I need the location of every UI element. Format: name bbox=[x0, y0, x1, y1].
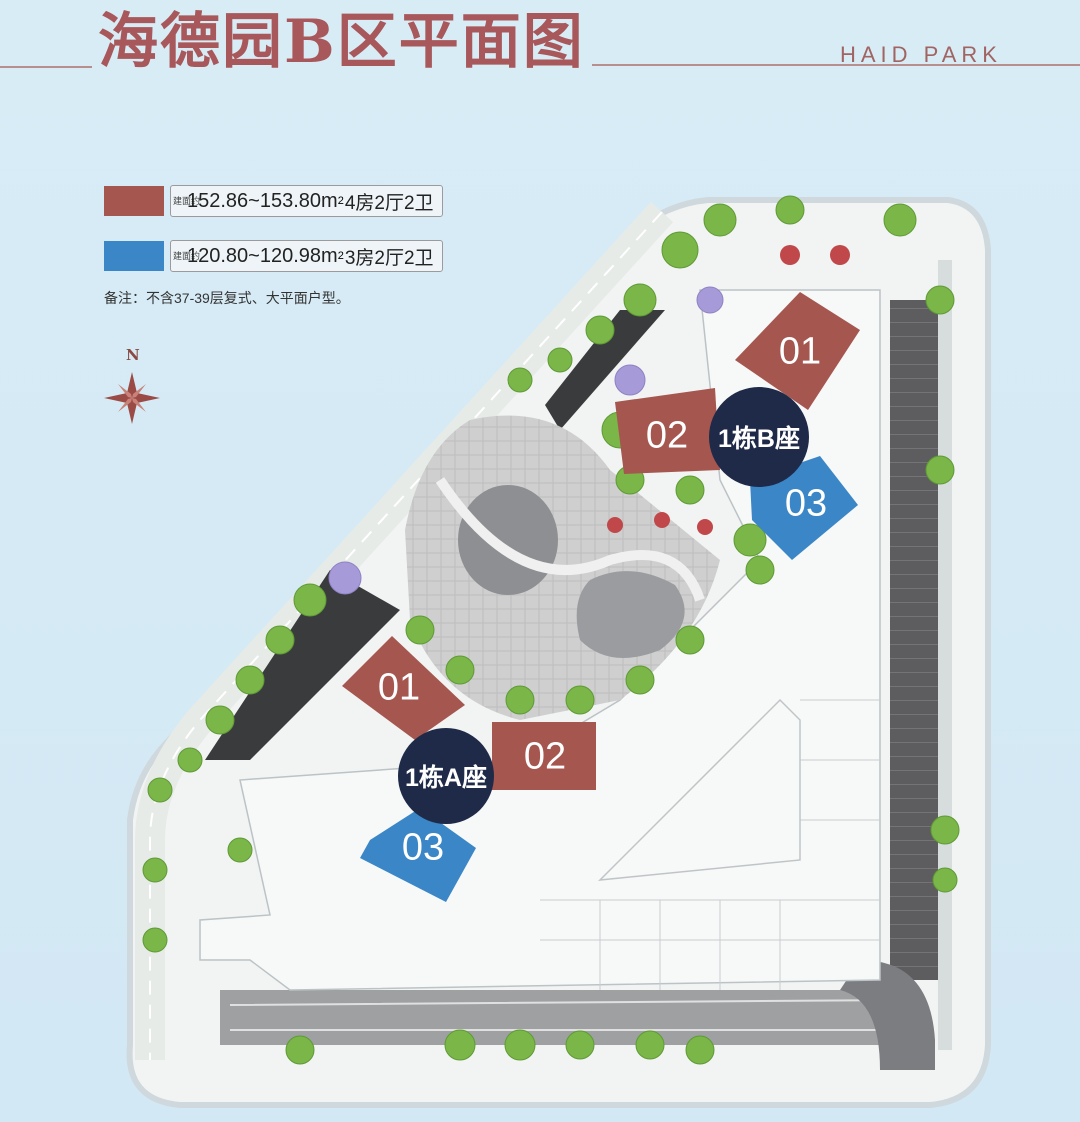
podium-core bbox=[597, 698, 801, 881]
flowering-trees bbox=[328, 286, 724, 595]
upper-ramp bbox=[545, 310, 665, 430]
header-rule-right bbox=[592, 64, 1080, 66]
unit-b-02 bbox=[615, 388, 720, 474]
legend-note: 备注：不含37-39层复式、大平面户型。 bbox=[104, 290, 350, 306]
podium-grid bbox=[540, 699, 880, 990]
legend-prefix: 建面约 bbox=[173, 195, 201, 206]
unit-b-02-label: 02 bbox=[645, 414, 689, 457]
legend-layout: 4房2厅2卫 bbox=[344, 192, 434, 214]
tower-b-label: 1栋B座 bbox=[718, 425, 800, 453]
legend-swatch-red bbox=[104, 186, 164, 216]
podium bbox=[199, 289, 881, 991]
page-title: 海德园B区平面图 bbox=[98, 7, 585, 77]
right-parking bbox=[890, 300, 940, 980]
unit-b-03-label: 03 bbox=[784, 482, 828, 525]
legend-area: 120.80~120.98m bbox=[187, 244, 338, 267]
unit-a-03-label: 03 bbox=[401, 826, 445, 869]
legend-swatch-blue bbox=[104, 241, 164, 271]
unit-a-03 bbox=[360, 808, 476, 902]
legend-area: 152.86~153.80m bbox=[187, 189, 338, 212]
tower-a-disc bbox=[398, 728, 494, 824]
unit-a-02 bbox=[492, 722, 596, 790]
unit-b-01 bbox=[735, 292, 860, 410]
legend-layout: 3房2厅2卫 bbox=[344, 247, 434, 269]
bottom-road bbox=[220, 990, 910, 1045]
tower-a-label: 1栋A座 bbox=[405, 764, 487, 792]
greenery bbox=[142, 195, 960, 1065]
bottom-road-lines bbox=[229, 999, 901, 1031]
plaza-dome bbox=[458, 485, 558, 595]
tower-b-disc bbox=[709, 387, 809, 487]
compass-north-label: N bbox=[126, 346, 140, 364]
right-ramp bbox=[840, 960, 935, 1070]
unit-a-02-label: 02 bbox=[523, 735, 567, 778]
umbrellas bbox=[607, 245, 850, 535]
unit-b-01-label: 01 bbox=[778, 330, 822, 373]
plaza-pool bbox=[576, 571, 685, 658]
header-rule-left bbox=[0, 66, 92, 68]
unit-a-01 bbox=[342, 636, 465, 740]
compass-rose bbox=[104, 372, 160, 424]
brand-logo-text: HAID PARK bbox=[840, 42, 1002, 67]
plaza-path bbox=[435, 477, 705, 602]
left-ramp bbox=[205, 570, 400, 760]
unit-a-01-label: 01 bbox=[377, 666, 421, 709]
legend-prefix: 建面约 bbox=[173, 250, 201, 261]
